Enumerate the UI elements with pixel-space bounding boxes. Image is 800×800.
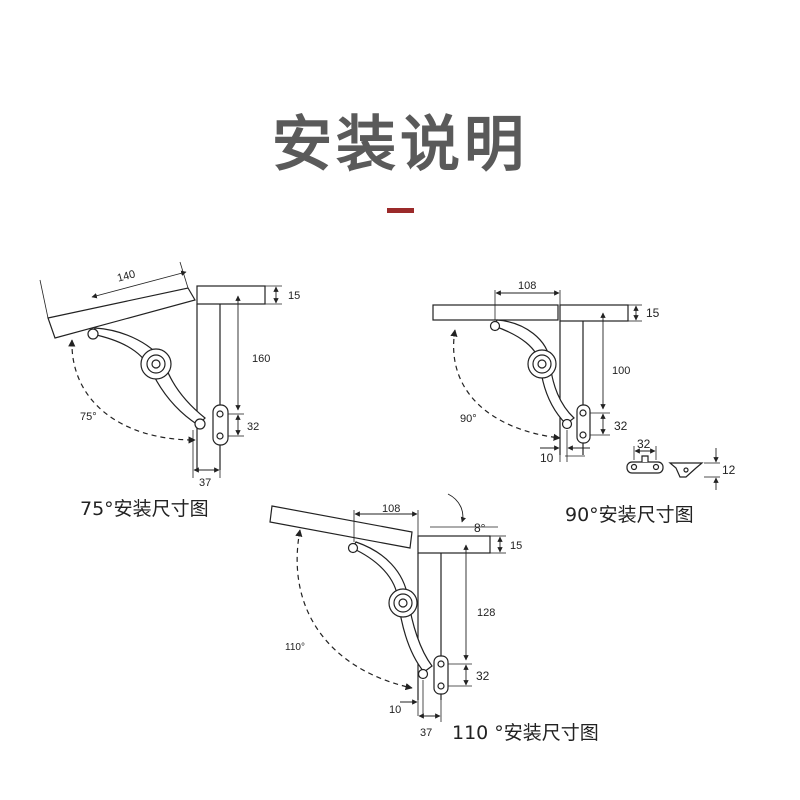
bracket-height: 12 — [722, 463, 736, 477]
bracket-width: 32 — [637, 437, 651, 451]
swing-arc — [68, 339, 196, 444]
dim-75-base: 37 — [199, 477, 211, 489]
bracket-plate — [626, 461, 664, 474]
caption-75: 75°安装尺寸图 — [80, 498, 209, 520]
caption-110: 110 °安装尺寸图 — [452, 722, 599, 744]
caption-90: 90°安装尺寸图 — [565, 504, 694, 526]
dim-75-vertical: 160 — [252, 353, 270, 365]
hinge-pivot — [388, 588, 418, 618]
lid-panel — [47, 287, 196, 339]
lid-panel — [432, 304, 559, 321]
swing-arc — [295, 529, 413, 691]
dim-90-offset: 10 — [540, 451, 554, 465]
hinge-pivot — [527, 349, 557, 379]
dim-110-angle: 110° — [285, 642, 305, 653]
mounting-plate — [433, 655, 449, 695]
dim-110-offset: 10 — [389, 704, 401, 716]
swing-arc — [450, 329, 561, 441]
dim-90-lid: 108 — [518, 280, 536, 292]
dim-110-vertical: 128 — [477, 607, 495, 619]
dim-90-bottom: 32 — [614, 419, 628, 433]
base-pin — [194, 418, 206, 430]
title-accent-bar — [387, 208, 414, 213]
page-title: 安装说明 — [272, 110, 528, 180]
dim-110-tilt: 8° — [474, 521, 486, 535]
bracket-side — [668, 462, 704, 478]
cabinet-top-panel — [559, 304, 629, 322]
mounting-plate — [576, 404, 591, 444]
lid-pin — [87, 328, 99, 340]
diagram-90 — [432, 290, 720, 490]
base-pin — [417, 668, 429, 680]
hinge-pivot — [140, 348, 172, 380]
lid-pin — [489, 320, 501, 332]
dim-110-top: 15 — [510, 540, 522, 552]
dim-75-bottom: 32 — [247, 421, 259, 433]
dim-90-top: 15 — [646, 306, 660, 320]
dim-110-lid: 108 — [382, 503, 400, 515]
dim-110-bottom: 32 — [476, 669, 490, 683]
dim-75-top: 15 — [288, 290, 300, 302]
diagram-110 — [269, 493, 506, 722]
cabinet-top-panel — [417, 535, 491, 554]
lid-pin — [347, 542, 359, 554]
base-pin — [561, 418, 573, 430]
dim-90-angle: 90° — [460, 413, 477, 425]
dim-110-base: 37 — [420, 727, 432, 739]
dim-75-angle: 75° — [80, 411, 97, 423]
dim-75-lid: 140 — [116, 268, 137, 284]
dim-90-vertical: 100 — [612, 365, 630, 377]
cabinet-top-panel — [196, 285, 266, 305]
diagram-75 — [39, 261, 282, 478]
